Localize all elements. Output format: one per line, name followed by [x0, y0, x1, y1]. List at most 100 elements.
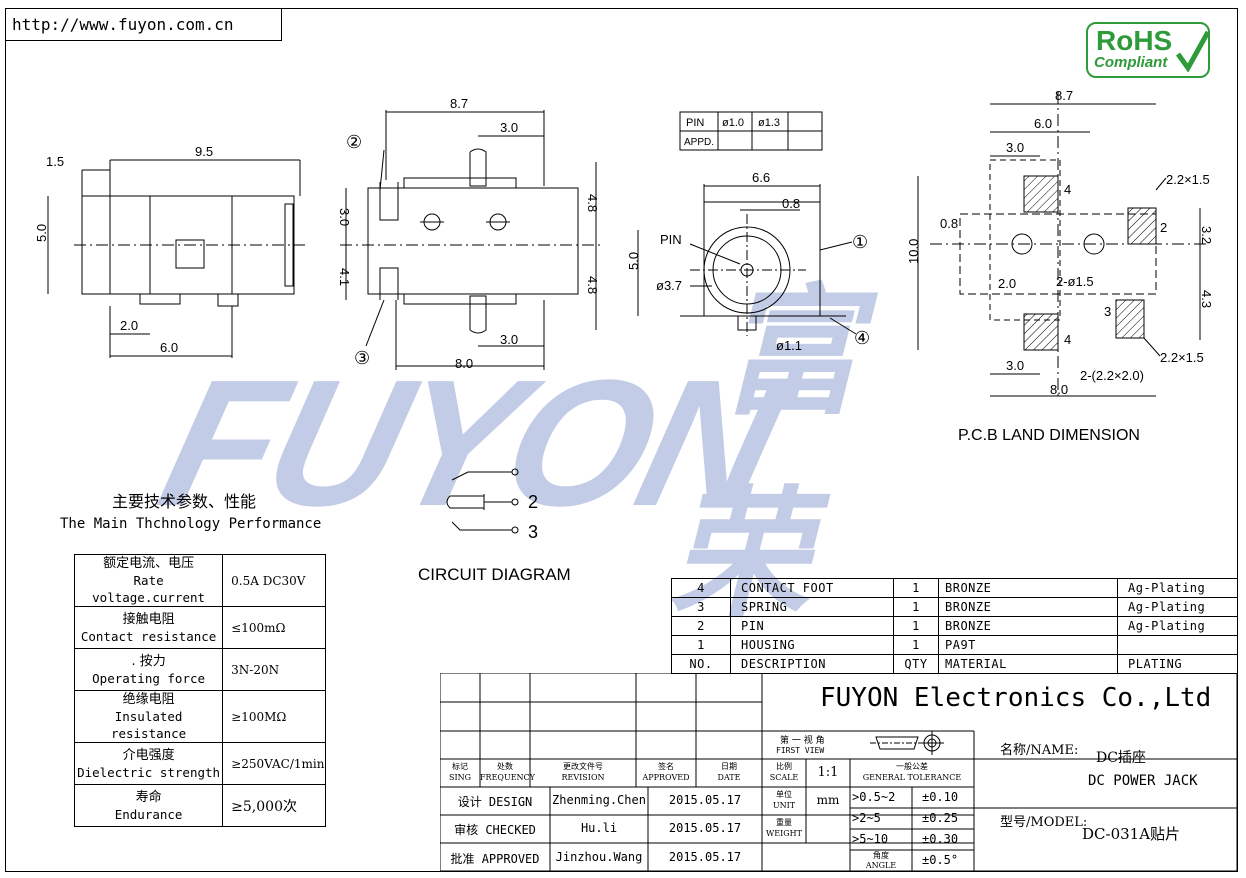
side-dim-height: 5.0	[34, 224, 49, 242]
role-design: 设计 DESIGN	[457, 795, 533, 809]
tol-range: >0.5~2	[852, 790, 896, 804]
top-dim-upper: 3.0	[500, 120, 518, 135]
scale-label-en: SCALE	[769, 773, 799, 782]
side-dim-top: 9.5	[195, 144, 213, 159]
angle-value: ±0.5°	[922, 853, 959, 867]
pcb-pad-4b: 4	[1064, 332, 1071, 347]
bom-header-material: MATERIAL	[938, 654, 1118, 674]
check-icon	[1175, 30, 1210, 72]
hdr-date: 日期 DATE	[696, 761, 762, 783]
date-approved: 2015.05.17	[668, 850, 742, 864]
spec-cn: 绝缘电阻	[122, 692, 175, 707]
performance-title-cn: 主要技术参数、性能	[112, 492, 257, 511]
unit-label-cn: 单位	[776, 790, 792, 799]
website-url[interactable]: http://www.fuyon.com.cn	[5, 8, 282, 41]
hdr-approved-en: APPROVED	[642, 773, 690, 782]
bom-header-qty: QTY	[893, 654, 939, 674]
bom-no: 1	[671, 635, 731, 655]
hdr-sing-en: SING	[448, 773, 472, 782]
side-dim-left: 1.5	[46, 154, 64, 169]
front-view	[637, 184, 857, 336]
bom-plating: Ag-Plating	[1117, 597, 1238, 617]
hdr-date-cn: 日期	[721, 762, 737, 771]
bom-desc: HOUSING	[730, 635, 894, 655]
angle-label-cn: 角度	[873, 851, 889, 860]
spec-en: Rate voltage.current	[92, 573, 206, 605]
tol-value: ±0.25	[922, 811, 959, 825]
scale-label-cn: 比例	[776, 762, 792, 771]
unit-label-en: UNIT	[772, 801, 796, 810]
name-label: 名称/NAME:	[1000, 743, 1079, 758]
hdr-sing: 标记 SING	[440, 761, 480, 783]
pcb-dim-100: 10.0	[906, 239, 921, 264]
top-dim-right-lower: 4.8	[585, 276, 600, 294]
spec-value: ≥250VAC/1min	[222, 742, 326, 785]
role-approved: 批准 APPROVED	[450, 852, 540, 866]
pcb-dim-08: 0.8	[940, 216, 958, 231]
weight-label-en: WEIGHT	[766, 829, 802, 838]
hdr-date-en: DATE	[717, 773, 741, 782]
pcb-dim-hole: 2-ø1.5	[1056, 274, 1094, 289]
scale-value: 1:1	[817, 765, 839, 780]
rohs-badge: RoHS Compliant	[1086, 22, 1210, 78]
tol-label-cn: 一般公差	[896, 762, 928, 771]
hdr-frequency-en: FREQUENCY	[480, 773, 535, 782]
name-checked: Hu.li	[580, 821, 618, 835]
hdr-sing-cn: 标记	[452, 762, 468, 771]
bom-qty: 1	[893, 635, 939, 655]
model-value: DC-031A贴片	[1082, 825, 1181, 843]
rohs-title: RoHS	[1096, 25, 1173, 56]
pin-table-grid	[679, 111, 823, 151]
pin-cell-appd: APPD.	[684, 137, 714, 148]
side-dim-small: 2.0	[120, 318, 138, 333]
bom-header-desc: DESCRIPTION	[730, 654, 894, 674]
unit-label: 单位 UNIT	[762, 789, 806, 811]
bom-no: 4	[671, 578, 731, 598]
pcb-pad-4a: 4	[1064, 182, 1071, 197]
product-name-en: DC POWER JACK	[1088, 773, 1198, 789]
pcb-land	[917, 92, 1210, 400]
bom-qty: 1	[893, 578, 939, 598]
front-dim-height: 5.0	[626, 252, 641, 270]
unit-value: mm	[816, 793, 840, 807]
name-design: Zhenming.Chen	[552, 793, 646, 807]
circuit-pin-2: 2	[528, 492, 538, 512]
top-dim-left-lower: 4.1	[337, 268, 352, 286]
bom-material: BRONZE	[938, 578, 1118, 598]
side-view	[47, 159, 305, 358]
spec-value: 0.5A DC30V	[222, 554, 326, 607]
first-view-en: FIRST VIEW	[776, 746, 825, 755]
spec-en: Contact resistance	[80, 628, 217, 644]
pcb-dim-b80: 8.0	[1050, 382, 1068, 397]
bom-desc: SPRING	[730, 597, 894, 617]
title-block: FUYON Electronics Co.,Ltd 第 一 视 角 FIRST …	[440, 673, 1238, 872]
bom-no: 3	[671, 597, 731, 617]
bom-plating	[1117, 635, 1238, 655]
pcb-dim-87: 8.7	[1055, 88, 1073, 103]
title-block-grid	[440, 673, 1238, 872]
angle-label-en: ANGLE	[865, 861, 897, 870]
spec-value: ≤100mΩ	[222, 606, 326, 649]
performance-title-en: The Main Thchnology Performance	[60, 516, 322, 532]
top-dim-lower: 3.0	[500, 332, 518, 347]
name-approved: Jinzhou.Wang	[555, 850, 643, 864]
pcb-dim-43: 4.3	[1199, 290, 1214, 308]
company-name: FUYON Electronics Co.,Ltd	[820, 683, 1212, 713]
pcb-dim-20: 2.0	[998, 276, 1016, 291]
front-dim-offset: 0.8	[782, 196, 800, 211]
top-dim-bottom: 8.0	[455, 356, 473, 371]
first-view-cn: 第 一 视 角	[780, 736, 825, 746]
callout-foot: ④	[854, 328, 870, 348]
spec-cn: 介电强度	[122, 747, 175, 763]
bom-material: BRONZE	[938, 597, 1118, 617]
